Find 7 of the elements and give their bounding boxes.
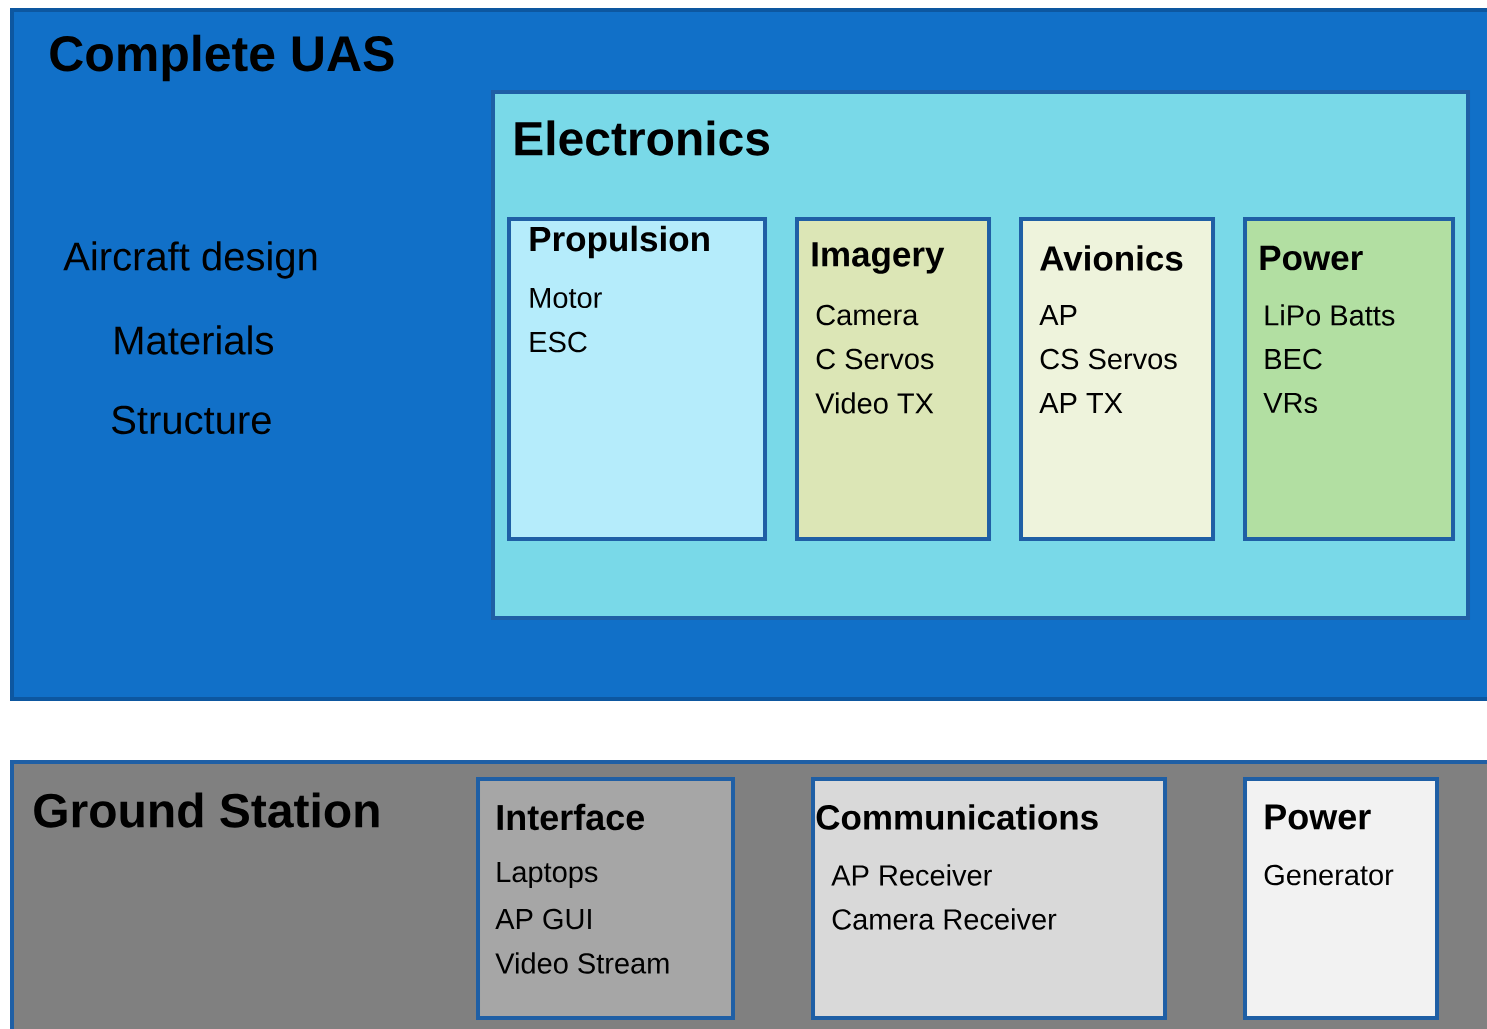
category-box: Propulsion Motor ESC — [507, 217, 767, 541]
category-box: Power LiPo Batts BEC VRs — [1243, 217, 1455, 541]
category-box: Power Generator — [1243, 777, 1439, 1020]
category-box: Imagery Camera C Servos Video TX — [795, 217, 991, 541]
category-box: Avionics AP CS Servos AP TX — [1019, 217, 1215, 541]
category-box: Interface Laptops AP GUI Video Stream — [476, 777, 735, 1020]
category-box: Communications AP Receiver Camera Receiver — [811, 777, 1167, 1020]
